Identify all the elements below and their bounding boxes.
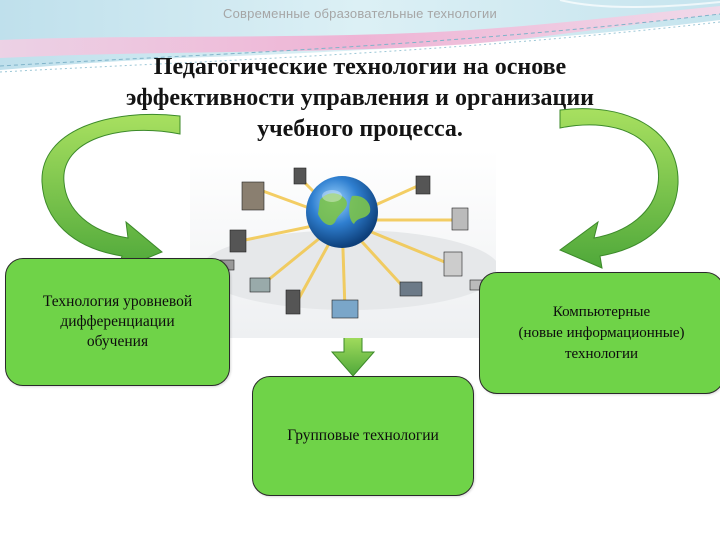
box-right-line-3: технологии (564, 345, 639, 362)
box-computer-technologies: Компьютерные (новые информационные) техн… (479, 272, 720, 394)
down-arrow-icon (330, 333, 376, 377)
box-bottom-line-1: Групповые технологии (287, 427, 439, 444)
box-group-technologies: Групповые технологии (252, 376, 474, 496)
slide-title-line-1: Педагогические технологии на основе (153, 54, 567, 80)
box-right-line-2: (новые информационные) (518, 324, 685, 341)
box-level-differentiation-text: Технология уровневой дифференциации обуч… (43, 292, 192, 352)
box-left-line-3: обучения (86, 333, 149, 350)
slide-title: Педагогические технологии на основе эффе… (60, 52, 660, 145)
header-subtitle: Современные образовательные технологии (223, 6, 497, 21)
slide-title-line-2: эффективности управления и организации (125, 85, 595, 111)
box-group-technologies-text: Групповые технологии (287, 427, 439, 445)
box-left-line-2: дифференциации (60, 313, 175, 330)
slide-title-line-3: учебного процесса. (257, 116, 463, 142)
box-level-differentiation: Технология уровневой дифференциации обуч… (5, 258, 230, 386)
box-computer-technologies-text: Компьютерные (новые информационные) техн… (518, 302, 684, 365)
box-left-line-1: Технология уровневой (42, 293, 193, 310)
network-illustration (190, 150, 496, 338)
header-decoration (0, 0, 720, 73)
box-right-line-1: Компьютерные (552, 303, 651, 320)
